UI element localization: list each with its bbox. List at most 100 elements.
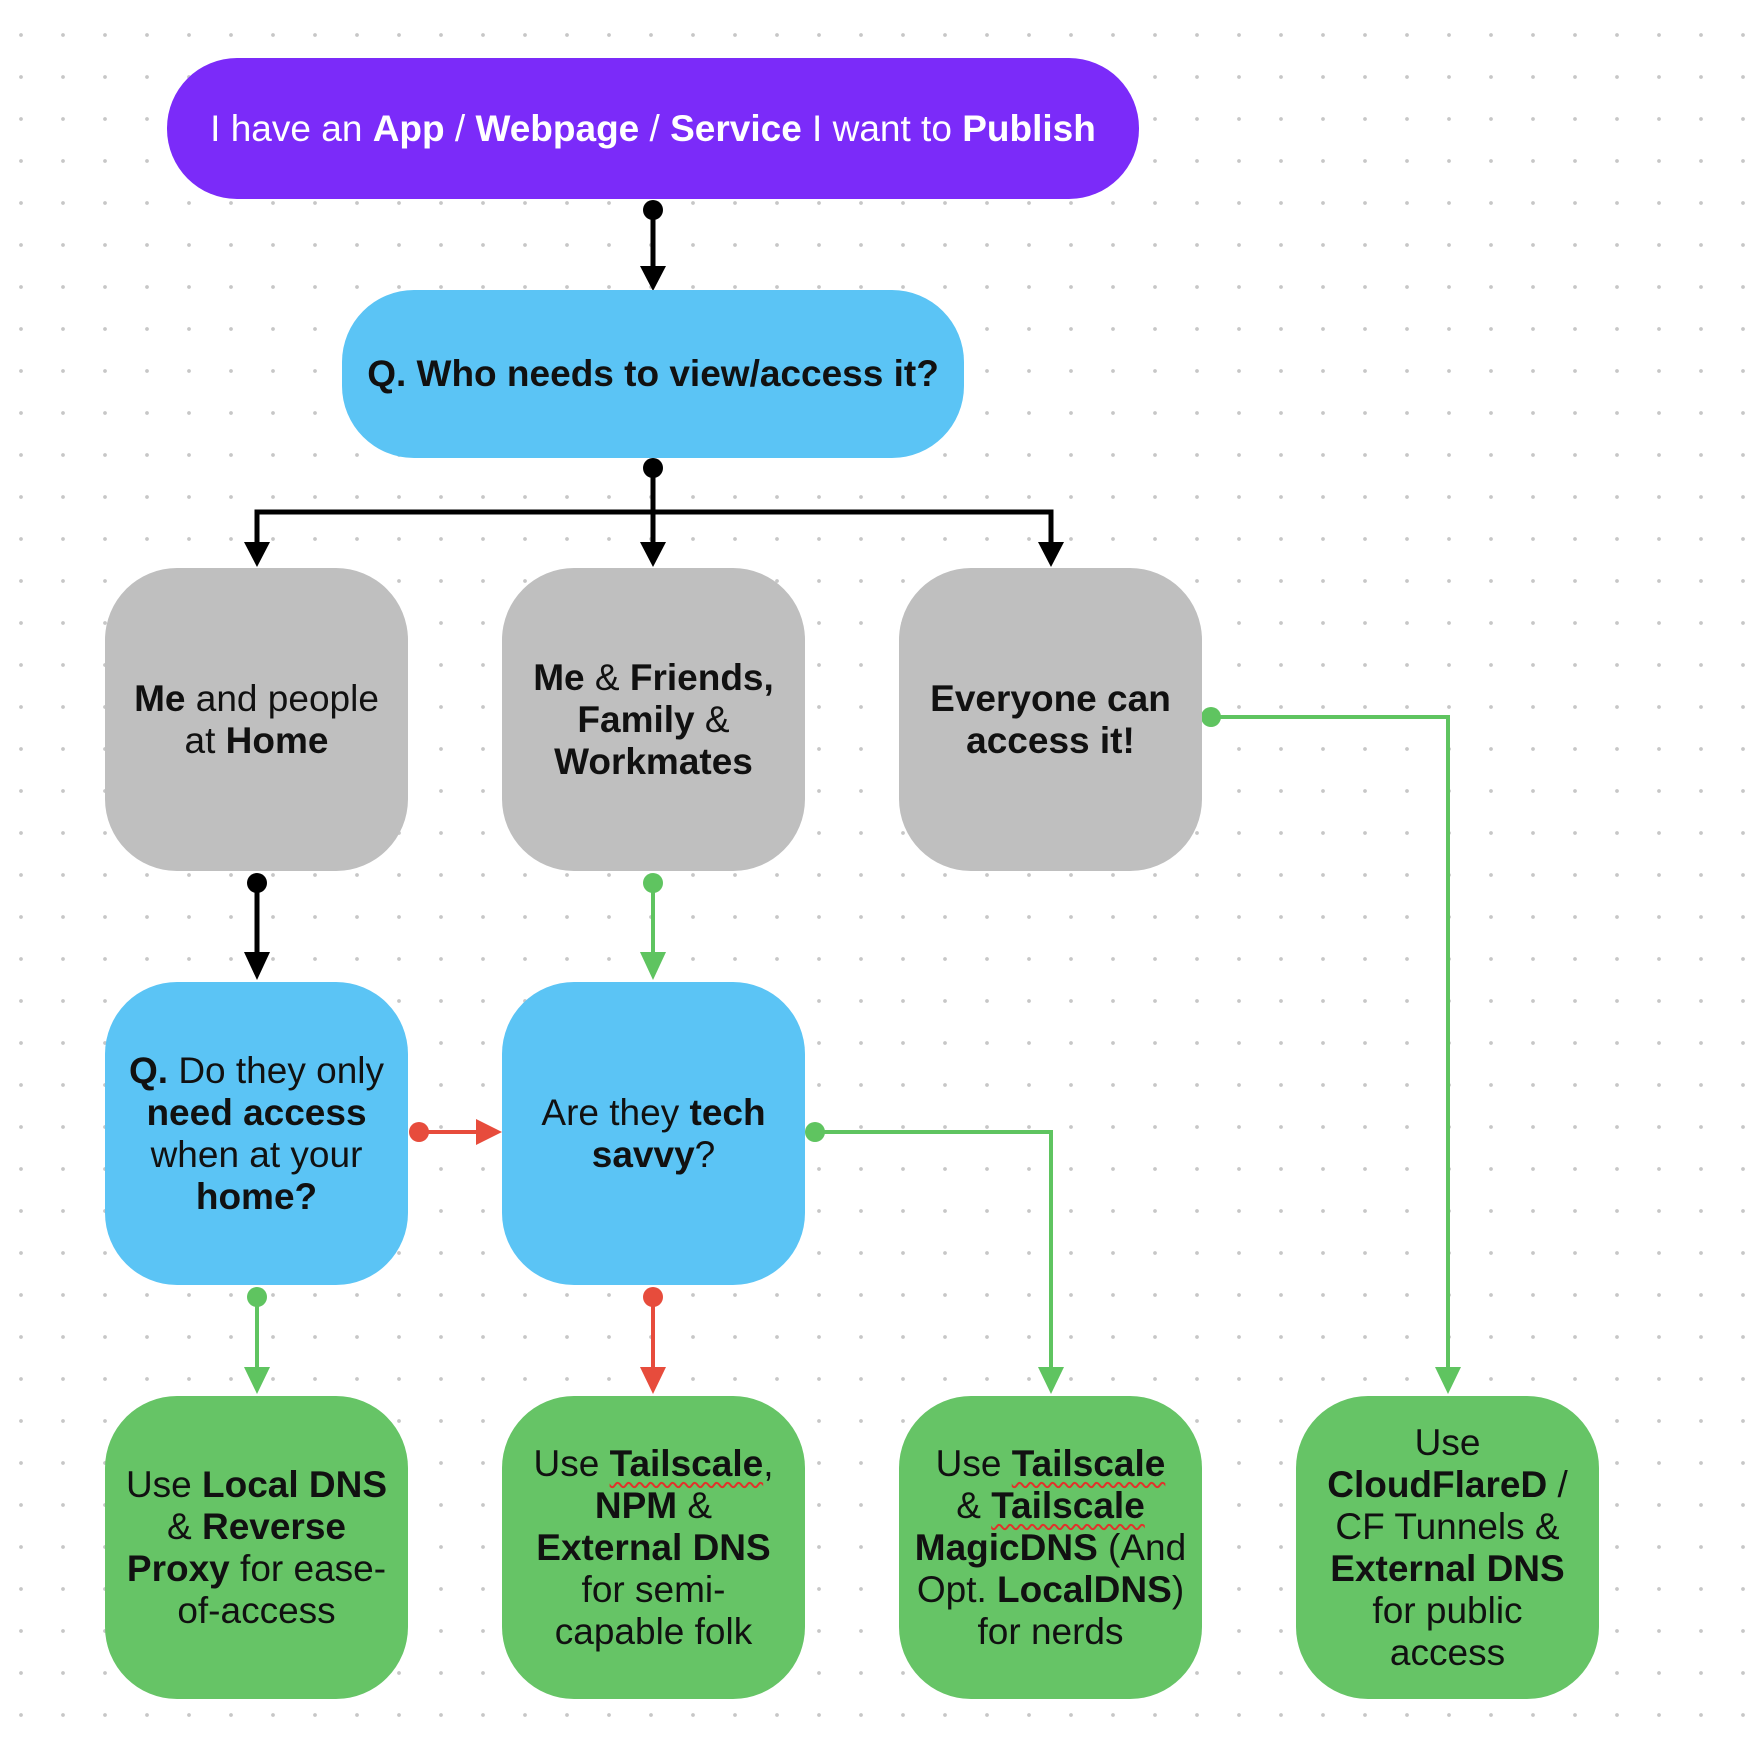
node-text-line: Family & <box>577 699 729 741</box>
node-text-line: access <box>1390 1632 1505 1674</box>
text: & <box>956 1484 992 1526</box>
text: & <box>677 1484 713 1526</box>
text: , <box>763 1442 774 1484</box>
node-text-line: CloudFlareD / <box>1327 1464 1568 1506</box>
node-text-line: savvy? <box>592 1134 715 1176</box>
node-text-line: of-access <box>177 1590 335 1632</box>
bold-text: home? <box>195 1175 318 1217</box>
text: Use <box>935 1442 1012 1484</box>
bold-text: Family <box>577 698 695 740</box>
node-text-line: Everyone can <box>930 678 1171 720</box>
text: ? <box>694 1133 716 1175</box>
text: for semi- <box>581 1568 726 1610</box>
node-text-line: External DNS <box>1330 1548 1564 1590</box>
text: / <box>639 107 671 149</box>
text: for nerds <box>977 1610 1124 1652</box>
node-text-line: Q. Do they only <box>129 1050 384 1092</box>
bold-text: Publish <box>962 107 1096 149</box>
connector-home-yes-to-local <box>244 1287 270 1394</box>
node-text-line: need access <box>146 1092 366 1134</box>
node-text-line: Use Local DNS <box>126 1464 387 1506</box>
text: I have an <box>210 107 373 149</box>
node-text-line: Use <box>1415 1422 1481 1464</box>
text: (And <box>1097 1526 1187 1568</box>
node-text-line: External DNS <box>536 1527 770 1569</box>
node-text-line: access it! <box>966 720 1135 762</box>
text: Do they only <box>168 1049 384 1091</box>
text: for ease- <box>229 1547 387 1589</box>
bold-text: Q. <box>128 1049 169 1091</box>
connector-home-no-to-tech <box>409 1119 502 1145</box>
bold-text: External DNS <box>536 1526 771 1568</box>
connector-everyone-to-cloudflare <box>1201 707 1461 1394</box>
bold-text: access it! <box>966 719 1135 761</box>
bold-text: Friends, <box>629 656 774 698</box>
node-text-line: & Reverse <box>167 1506 346 1548</box>
text: Opt. <box>916 1568 998 1610</box>
text: Use <box>1414 1421 1481 1463</box>
bold-text: savvy <box>591 1133 695 1175</box>
bold-text: need access <box>146 1091 367 1133</box>
bold-text: Tailscale <box>609 1442 764 1484</box>
bold-text: NPM <box>594 1484 678 1526</box>
text: access <box>1389 1631 1506 1673</box>
connector-question-to-audiences <box>244 458 1064 567</box>
text: Are they <box>541 1091 690 1133</box>
node-text-line: CF Tunnels & <box>1335 1506 1559 1548</box>
node-text-line: for nerds <box>977 1611 1123 1653</box>
text: capable folk <box>554 1610 753 1652</box>
text: CF Tunnels & <box>1335 1505 1560 1547</box>
connector-home-to-question <box>244 873 270 980</box>
bold-text: Tailscale <box>1011 1442 1166 1484</box>
text: when at your <box>150 1133 363 1175</box>
text: / <box>1547 1463 1568 1505</box>
text: at <box>184 719 226 761</box>
connector-tech-no-to-npm <box>640 1287 666 1394</box>
node-text-line: Opt. LocalDNS) <box>917 1569 1184 1611</box>
bold-text: Service <box>670 107 802 149</box>
node-text-line: for semi- <box>582 1569 726 1611</box>
bold-text: MagicDNS <box>914 1526 1098 1568</box>
text: & <box>167 1505 202 1547</box>
text: & <box>694 698 730 740</box>
node-text-line: Proxy for ease- <box>127 1548 386 1590</box>
connector-tech-yes-to-magicdns <box>805 1122 1064 1394</box>
node-text-line: Me and people <box>134 678 379 720</box>
bold-text: tech <box>689 1091 766 1133</box>
text: / <box>444 107 476 149</box>
bold-text: Q. Who needs to view/access it? <box>367 353 939 394</box>
bold-text: Home <box>225 719 329 761</box>
bold-text: CloudFlareD <box>1327 1463 1548 1505</box>
bold-text: App <box>372 107 445 149</box>
start-node: I have an App / Webpage / Service I want… <box>167 58 1139 199</box>
node-text-line: when at your <box>151 1134 363 1176</box>
node-text-line: home? <box>196 1176 317 1218</box>
connector-friends-to-tech-question <box>640 873 666 980</box>
bold-text: Reverse <box>201 1505 346 1547</box>
node-text-line: Workmates <box>554 741 753 783</box>
text: Use <box>533 1442 610 1484</box>
node-text-line: MagicDNS (And <box>915 1527 1186 1569</box>
text: of-access <box>177 1589 336 1631</box>
bold-text: Workmates <box>554 740 753 782</box>
bold-text: Webpage <box>475 107 640 149</box>
text: & <box>584 656 630 698</box>
text: for public <box>1372 1589 1523 1631</box>
text: ) <box>1171 1568 1185 1610</box>
connector-start-to-question <box>640 200 666 291</box>
audience-friends-family-workmates: Me & Friends,Family &Workmates <box>502 568 805 871</box>
bold-text: Local DNS <box>202 1463 388 1505</box>
node-text-line: NPM & <box>595 1485 712 1527</box>
node-text-line: at Home <box>185 720 329 762</box>
node-text-line: I have an App / Webpage / Service I want… <box>210 108 1096 150</box>
bold-text: Me <box>533 656 585 698</box>
node-text-line: capable folk <box>555 1611 752 1653</box>
node-text-line: Use Tailscale, <box>534 1443 774 1485</box>
bold-text: Tailscale <box>991 1484 1145 1526</box>
